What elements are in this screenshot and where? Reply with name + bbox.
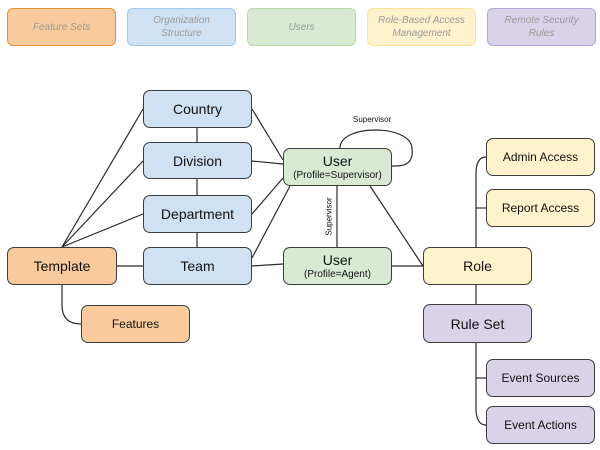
legend-role-based-access-label: Role-Based Access Management bbox=[378, 15, 465, 39]
edge-team-user-agent bbox=[251, 263, 284, 267]
legend-feature-sets-label: Feature Sets bbox=[32, 21, 91, 33]
edge-supervisor-loop bbox=[339, 129, 413, 167]
team-label: Team bbox=[180, 258, 215, 274]
edge-template-division bbox=[61, 160, 144, 248]
event-actions-label: Event Actions bbox=[504, 418, 577, 432]
country-node: Country bbox=[143, 90, 252, 128]
user-supervisor-node: User (Profile=Supervisor) bbox=[283, 148, 392, 186]
rule-set-node: Rule Set bbox=[423, 304, 532, 343]
legend-remote-security-rules: Remote Security Rules bbox=[487, 8, 596, 46]
user-supervisor-label: User bbox=[322, 153, 353, 169]
legend-users-label: Users bbox=[288, 21, 315, 33]
edge-division-user-supervisor bbox=[251, 160, 284, 165]
legend-organization-structure-label: Organization Structure bbox=[153, 15, 210, 39]
edge-user-supervisor-role bbox=[369, 185, 424, 267]
department-node: Department bbox=[143, 195, 252, 233]
role-node: Role bbox=[423, 247, 532, 285]
template-node: Template bbox=[7, 247, 117, 285]
edge-rule-set-event-actions bbox=[475, 343, 487, 426]
user-agent-label: User bbox=[322, 252, 353, 268]
edge-department-user-supervisor bbox=[251, 177, 284, 215]
template-label: Template bbox=[33, 258, 91, 274]
legend-remote-security-rules-label: Remote Security Rules bbox=[504, 15, 579, 39]
edge-template-features bbox=[61, 285, 82, 325]
features-node: Features bbox=[81, 305, 190, 343]
legend-users: Users bbox=[247, 8, 356, 46]
user-agent-profile: (Profile=Agent) bbox=[304, 269, 371, 280]
supervisor-vertical-label: Supervisor bbox=[324, 197, 334, 236]
report-access-label: Report Access bbox=[501, 201, 580, 215]
edge-country-user-supervisor bbox=[251, 108, 284, 161]
edge-template-country bbox=[61, 108, 144, 248]
division-node: Division bbox=[143, 142, 252, 179]
features-label: Features bbox=[111, 317, 160, 331]
department-label: Department bbox=[160, 206, 235, 222]
admin-access-label: Admin Access bbox=[502, 150, 579, 164]
role-label: Role bbox=[463, 258, 492, 274]
edge-role-admin-access bbox=[475, 156, 487, 247]
event-actions-node: Event Actions bbox=[486, 406, 595, 444]
legend-organization-structure: Organization Structure bbox=[127, 8, 236, 46]
report-access-node: Report Access bbox=[486, 189, 595, 227]
legend-feature-sets: Feature Sets bbox=[7, 8, 116, 46]
admin-access-node: Admin Access bbox=[486, 138, 595, 176]
event-sources-label: Event Sources bbox=[501, 371, 580, 385]
supervisor-loop-label: Supervisor bbox=[353, 115, 392, 124]
country-label: Country bbox=[172, 101, 223, 117]
edge-template-department bbox=[61, 213, 144, 248]
legend-role-based-access: Role-Based Access Management bbox=[367, 8, 476, 46]
division-label: Division bbox=[172, 152, 222, 169]
edge-team-user-supervisor bbox=[251, 185, 291, 259]
rule-set-label: Rule Set bbox=[450, 315, 505, 332]
team-node: Team bbox=[143, 247, 252, 285]
event-sources-node: Event Sources bbox=[486, 359, 595, 397]
user-agent-node: User (Profile=Agent) bbox=[283, 247, 392, 285]
user-supervisor-profile: (Profile=Supervisor) bbox=[293, 170, 382, 181]
